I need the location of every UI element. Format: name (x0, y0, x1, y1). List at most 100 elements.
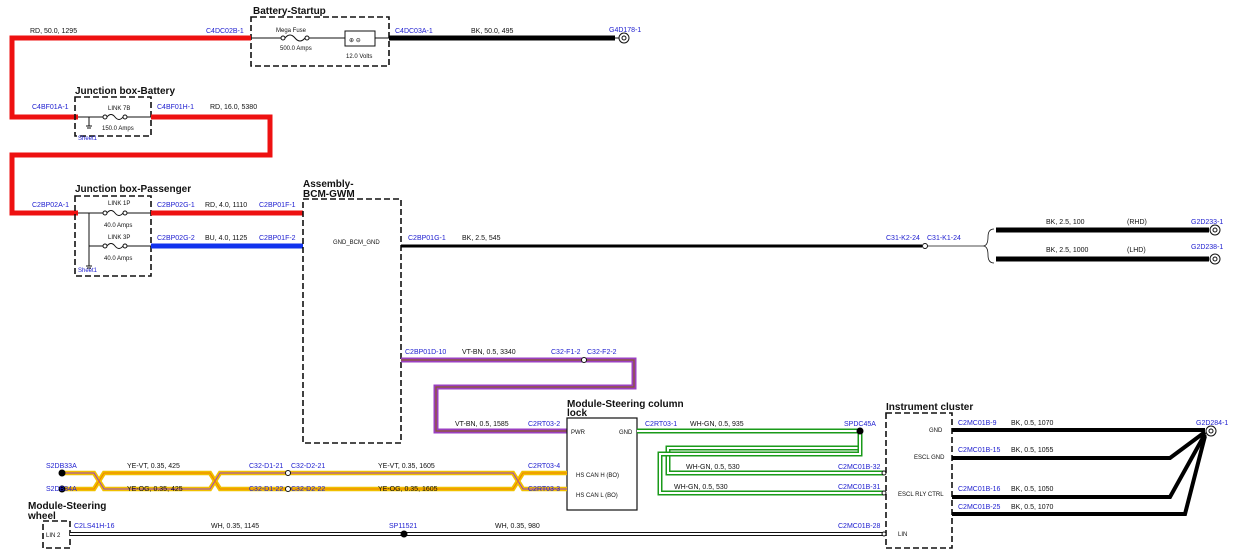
connector-spdc45a: SPDC45A (844, 421, 876, 428)
inline-connector-c32-f (581, 357, 587, 363)
connector-s2db33a: S2DB33A (46, 463, 77, 470)
variant-rhd: (RHD) (1127, 219, 1147, 226)
steering-lock-box (566, 417, 638, 511)
bcm-title-line1: Assembly- (303, 179, 354, 190)
wire-whgn-530b-label: WH-GN, 0.5, 530 (674, 484, 728, 491)
cluster-pin-escl-rly: ESCL RLY CTRL (898, 492, 944, 498)
connector-c2bp02g-2: C2BP02G-2 (157, 235, 195, 242)
wire-vtbn-3340-label: VT-BN, 0.5, 3340 (462, 349, 516, 356)
wire-vtbn-1585-label: VT-BN, 0.5, 1585 (455, 421, 509, 428)
instrument-cluster-box (885, 412, 953, 549)
link-7b-fuse-symbol (78, 114, 151, 129)
wire-bk05-1050-label: BK, 0.5, 1050 (1011, 486, 1054, 493)
link-1p-fuse-symbol (78, 210, 151, 216)
inline-connector-c32-d22 (285, 486, 291, 492)
variant-lhd: (LHD) (1127, 247, 1146, 254)
wire-vtbn (401, 357, 637, 434)
link-3p-label: LINK 3P (108, 235, 130, 241)
link-7b-label: LINK 7B (108, 106, 130, 112)
connector-s2db34a: S2DB34A (46, 486, 77, 493)
splice-spdc45a (856, 427, 864, 435)
steering-lock-pin-gnd: GND (619, 430, 633, 436)
wire-bk-25-545-label: BK, 2.5, 545 (462, 235, 501, 242)
splice-s2db33a (58, 469, 66, 477)
splice-s2db34a (58, 485, 66, 493)
wire-rd-50 (9, 35, 251, 120)
wire-bu-4-label: BU, 4.0, 1125 (205, 235, 247, 242)
connector-c2mc01b-25: C2MC01B-25 (958, 504, 1001, 511)
connector-c2bp02g-1: C2BP02G-1 (157, 202, 195, 209)
ground-g2d238-icon (1209, 253, 1221, 265)
link-1p-rating: 40.0 Amps (104, 223, 132, 229)
connector-c32-d1-22: C32-D1-22 (249, 486, 283, 493)
wire-bk05-1070b-label: BK, 0.5, 1070 (1011, 504, 1054, 511)
connector-c2mc01b-32: C2MC01B-32 (838, 464, 881, 471)
junction-box-battery-title: Junction box-Battery (75, 86, 175, 97)
connector-c32-f2-2: C32-F2-2 (587, 349, 617, 356)
splice-sp11521 (400, 530, 408, 538)
bcm-title-line2: BCM-GWM (303, 189, 355, 200)
variant-brace (982, 228, 995, 264)
connector-c32-d1-21: C32-D1-21 (249, 463, 283, 470)
link-3p-fuse-symbol (86, 213, 151, 269)
wire-whgn-530a-label: WH-GN, 0.5, 530 (686, 464, 740, 471)
connector-c4bf01h-1: C4BF01H-1 (157, 104, 194, 111)
steering-lock-pin-can-h: HS CAN H (BO) (576, 473, 619, 479)
connector-c2mc01b-31: C2MC01B-31 (838, 484, 881, 491)
connector-c2bp01f-2: C2BP01F-2 (259, 235, 296, 242)
connector-c2mc01b-16: C2MC01B-16 (958, 486, 1001, 493)
cluster-pin-lin: LIN (898, 532, 907, 538)
wire-bk-25-1000-label: BK, 2.5, 1000 (1046, 247, 1089, 254)
mega-fuse-rating: 500.0 Amps (280, 46, 312, 52)
wire-yeog-425-label: YE-OG, 0.35, 425 (127, 486, 183, 493)
wire-can-pair (62, 470, 567, 492)
link-3p-rating: 40.0 Amps (104, 256, 132, 262)
connector-c2ls41h-16: C2LS41H-16 (74, 523, 115, 530)
mega-fuse-label: Mega Fuse (276, 28, 307, 34)
connector-c31-k1-24: C31-K1-24 (927, 235, 961, 242)
steering-wheel-title-line1: Module-Steering (28, 501, 106, 512)
link-1p-label: LINK 1P (108, 201, 130, 207)
pin-c2mc01b-28 (881, 531, 887, 537)
connector-c2bp02a-1: C2BP02A-1 (32, 202, 69, 209)
junction-box-battery-sheet: Sheet1 (78, 136, 98, 142)
wire-bk05-1070a-label: BK, 0.5, 1070 (1011, 420, 1054, 427)
wire-bk05-ground-group (952, 428, 1207, 516)
steering-lock-pin-pwr: PWR (571, 430, 586, 436)
connector-c2mc01b-9: C2MC01B-9 (958, 420, 997, 427)
battery-voltage: 12.0 Volts (346, 54, 372, 60)
connector-c2rt03-2: C2RT03-2 (528, 421, 560, 428)
connector-c2bp01f-1: C2BP01F-1 (259, 202, 296, 209)
steering-lock-pin-can-l: HS CAN L (BO) (576, 493, 618, 499)
steering-wheel-title-line2: wheel (27, 511, 56, 522)
junction-box-passenger-title: Junction box-Passenger (75, 184, 191, 195)
junction-box-passenger-box (74, 195, 152, 277)
wire-bk-50-label: BK, 50.0, 495 (471, 28, 514, 35)
connector-sp11521: SP11521 (389, 523, 417, 530)
battery-terminals: ⊕ ⊖ (349, 38, 361, 44)
steering-wheel-pin-lin2: LIN 2 (46, 533, 61, 539)
ground-g4d178-icon (615, 32, 630, 44)
ground-g2d233-icon (1209, 224, 1221, 236)
wire-rd-16-label: RD, 16.0, 5380 (210, 104, 257, 111)
wire-bk-25-100-label: BK, 2.5, 100 (1046, 219, 1085, 226)
battery-startup-title: Battery-Startup (253, 6, 326, 17)
connector-c31-k2-24: C31-K2-24 (886, 235, 920, 242)
bcm-box (302, 198, 402, 444)
connector-c2mc01b-28: C2MC01B-28 (838, 523, 881, 530)
wire-rd-4-label: RD, 4.0, 1110 (205, 202, 247, 209)
battery-symbol: ⊕ ⊖ (344, 30, 389, 47)
steering-lock-title-line1: Module-Steering column (567, 399, 684, 410)
link-7b-rating: 150.0 Amps (102, 126, 134, 132)
wire-wh-1145-label: WH, 0.35, 1145 (211, 523, 259, 530)
bcm-pin-gnd: GND_BCM_GND (333, 240, 380, 246)
connector-g2d233-1: G2D233-1 (1191, 219, 1223, 226)
wire-yeog-1605-label: YE-OG, 0.35, 1605 (378, 486, 438, 493)
connector-c32-d2-21: C32-D2-21 (291, 463, 325, 470)
connector-c4dc02b-1: C4DC02B-1 (206, 28, 244, 35)
wire-yevt-425-label: YE-VT, 0.35, 425 (127, 463, 180, 470)
connector-c32-f1-2: C32-F1-2 (551, 349, 581, 356)
cluster-pin-escl-gnd: ESCL GND (914, 455, 945, 461)
